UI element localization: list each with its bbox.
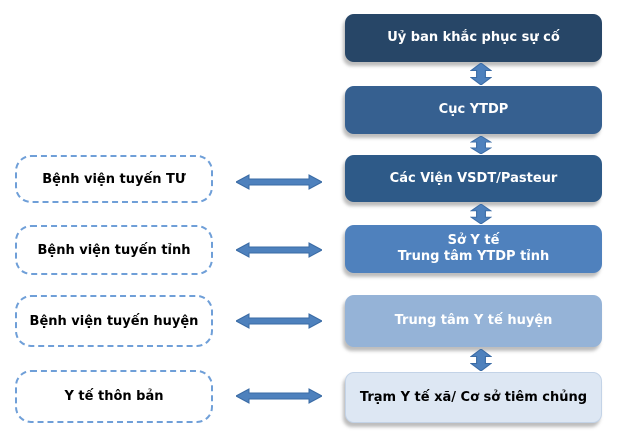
horizontal-double-arrow-3 <box>236 313 322 329</box>
node-uy-ban-khac-phuc-su-co: Uỷ ban khắc phục sự cố <box>345 14 602 62</box>
node-cuc-ytdp: Cục YTDP <box>345 86 602 134</box>
node-benh-vien-tuyen-tinh: Bệnh viện tuyến tỉnh <box>15 225 213 275</box>
horizontal-double-arrow-1 <box>236 174 322 190</box>
vertical-double-arrow-4 <box>470 349 492 371</box>
node-y-te-thon-ban: Y tế thôn bản <box>15 370 213 423</box>
horizontal-double-arrow-4 <box>236 388 322 404</box>
vertical-double-arrow-1 <box>470 63 492 85</box>
node-cac-vien-vsdt-pasteur: Các Viện VSDT/Pasteur <box>345 155 602 202</box>
node-so-y-te-trung-tam-ytdp-tinh: Sở Y tế Trung tâm YTDP tỉnh <box>345 225 602 273</box>
horizontal-double-arrow-2 <box>236 242 322 258</box>
node-trung-tam-y-te-huyen: Trung tâm Y tế huyện <box>345 295 602 347</box>
vertical-double-arrow-2 <box>470 136 492 154</box>
node-benh-vien-tuyen-tu: Bệnh viện tuyến TƯ <box>15 155 213 203</box>
node-benh-vien-tuyen-huyen: Bệnh viện tuyến huyện <box>15 295 213 347</box>
node-tram-y-te-xa-co-so-tiem-chung: Trạm Y tế xã/ Cơ sở tiêm chủng <box>345 372 602 423</box>
vertical-double-arrow-3 <box>470 204 492 224</box>
